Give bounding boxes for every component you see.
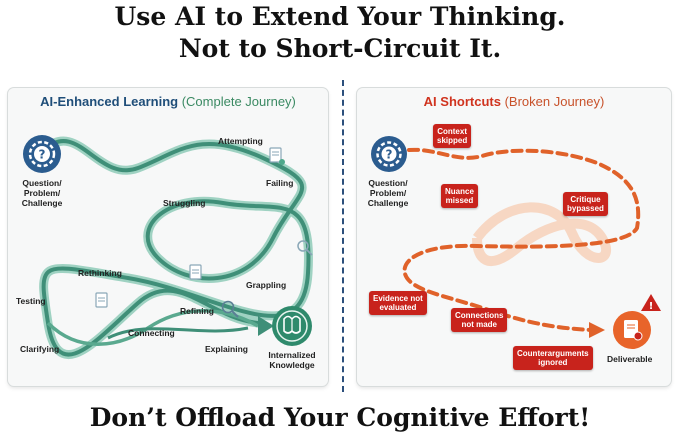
broken-path xyxy=(402,147,641,332)
step-connecting: Connecting xyxy=(128,328,175,338)
heading-line-2: Not to Short-Circuit It. xyxy=(178,34,502,63)
brain-icon xyxy=(272,306,312,346)
deliverable-icon xyxy=(613,311,651,349)
broken-journey-panel: AI Shortcuts (Broken Journey) ? ! Questi… xyxy=(357,88,671,386)
svg-text:!: ! xyxy=(649,301,654,312)
step-rethinking: Rethinking xyxy=(78,268,122,278)
document-icon xyxy=(269,147,285,165)
tag-counterarguments-ignored: Counterarguments ignored xyxy=(513,346,593,370)
tag-nuance-missed: Nuance missed xyxy=(441,184,478,208)
heading-line-1: Use AI to Extend Your Thinking. xyxy=(114,2,566,31)
shortcut-path-diagram: ? ! xyxy=(371,136,661,349)
left-title-main: AI-Enhanced Learning xyxy=(40,94,179,109)
svg-text:?: ? xyxy=(386,148,393,162)
step-refining: Refining xyxy=(180,306,214,316)
learning-path-branch-2 xyxy=(107,326,249,340)
step-explaining: Explaining xyxy=(205,344,248,354)
right-title-sub: (Broken Journey) xyxy=(504,94,605,109)
step-failing: Failing xyxy=(266,178,294,188)
deliverable-label: Deliverable xyxy=(607,354,653,364)
step-testing: Testing xyxy=(16,296,46,306)
footer-heading: Don’t Offload Your Cognitive Effort! xyxy=(89,403,591,432)
complete-journey-panel: AI-Enhanced Learning (Complete Journey) … xyxy=(8,88,328,386)
warning-icon: ! xyxy=(641,294,661,312)
step-struggling: Struggling xyxy=(163,198,206,208)
magnifier-icon xyxy=(221,300,239,318)
path-arrowhead xyxy=(258,316,274,336)
step-attempting: Attempting xyxy=(218,136,263,146)
magnifier-icon xyxy=(297,240,313,256)
tag-context-skipped: Context skipped xyxy=(433,124,472,148)
step-grappling: Grappling xyxy=(246,280,287,290)
question-gear-icon: ? xyxy=(23,135,61,173)
left-title-sub: (Complete Journey) xyxy=(181,94,296,109)
step-clarifying: Clarifying xyxy=(20,344,60,354)
left-panel-title: AI-Enhanced Learning (Complete Journey) xyxy=(8,94,328,109)
svg-text:?: ? xyxy=(39,148,46,162)
tag-connections-not-made: Connections not made xyxy=(451,308,508,332)
question-gear-icon: ? xyxy=(371,136,407,172)
tag-critique-bypassed: Critique bypassed xyxy=(563,192,608,216)
left-end-label: Internalized Knowledge xyxy=(268,350,316,370)
panel-divider xyxy=(342,80,344,392)
tag-evidence-not-evaluated: Evidence not evaluated xyxy=(369,291,427,315)
learning-path xyxy=(41,139,311,357)
clipboard-icon xyxy=(95,292,108,308)
path-arrowhead xyxy=(589,322,605,338)
right-title-main: AI Shortcuts xyxy=(423,94,501,109)
clipboard-icon xyxy=(189,264,202,280)
skipped-loop xyxy=(472,202,612,266)
left-start-label: Question/ Problem/ Challenge xyxy=(21,178,63,208)
right-start-label: Question/ Problem/ Challenge xyxy=(367,178,409,208)
learning-path-diagram: ? xyxy=(23,135,313,359)
right-panel-title: AI Shortcuts (Broken Journey) xyxy=(357,94,671,109)
